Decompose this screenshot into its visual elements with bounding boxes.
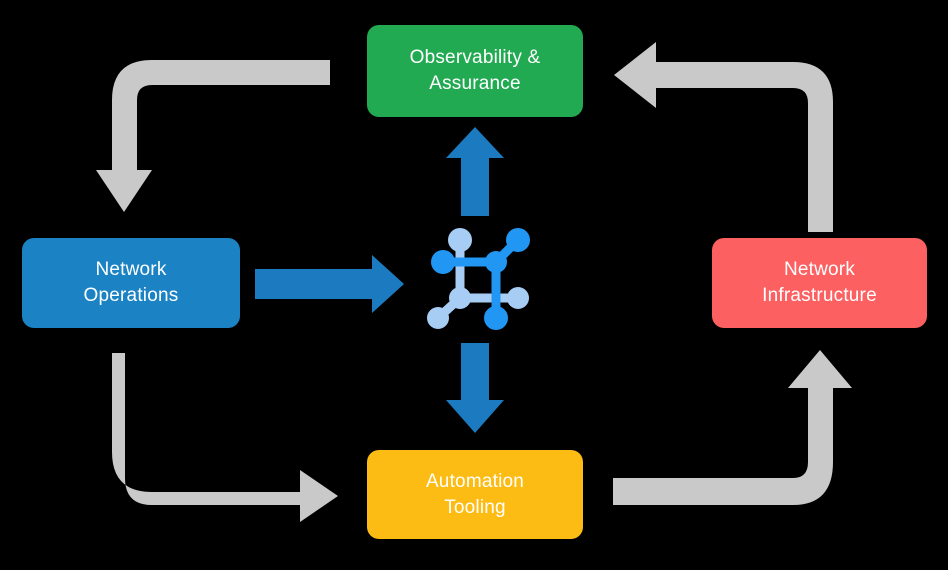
connector-ops-to-hub — [255, 255, 404, 313]
node-label-automation-tooling: Automation Tooling — [425, 470, 525, 518]
node-label-network-infrastructure: Network Infrastructure — [762, 259, 877, 306]
node-network-operations[interactable]: Network Operations — [22, 238, 240, 328]
node-automation-tooling[interactable]: Automation Tooling — [367, 450, 583, 539]
node-label-network-operations: Network Operations — [83, 259, 179, 306]
node-label-observability: Observability & Assurance — [409, 47, 541, 94]
node-observability-and-assurance[interactable]: Observability & Assurance — [367, 25, 583, 117]
connector-hub-to-automation — [446, 343, 504, 433]
connector-automation-to-infrastructure — [613, 350, 852, 505]
network-topology-icon — [427, 228, 530, 330]
connector-observability-to-ops — [96, 60, 330, 212]
connector-hub-to-observability — [446, 127, 504, 216]
connector-infrastructure-to-observability — [614, 42, 833, 232]
connector-ops-to-automation — [112, 353, 338, 522]
node-network-infrastructure[interactable]: Network Infrastructure — [712, 238, 927, 328]
